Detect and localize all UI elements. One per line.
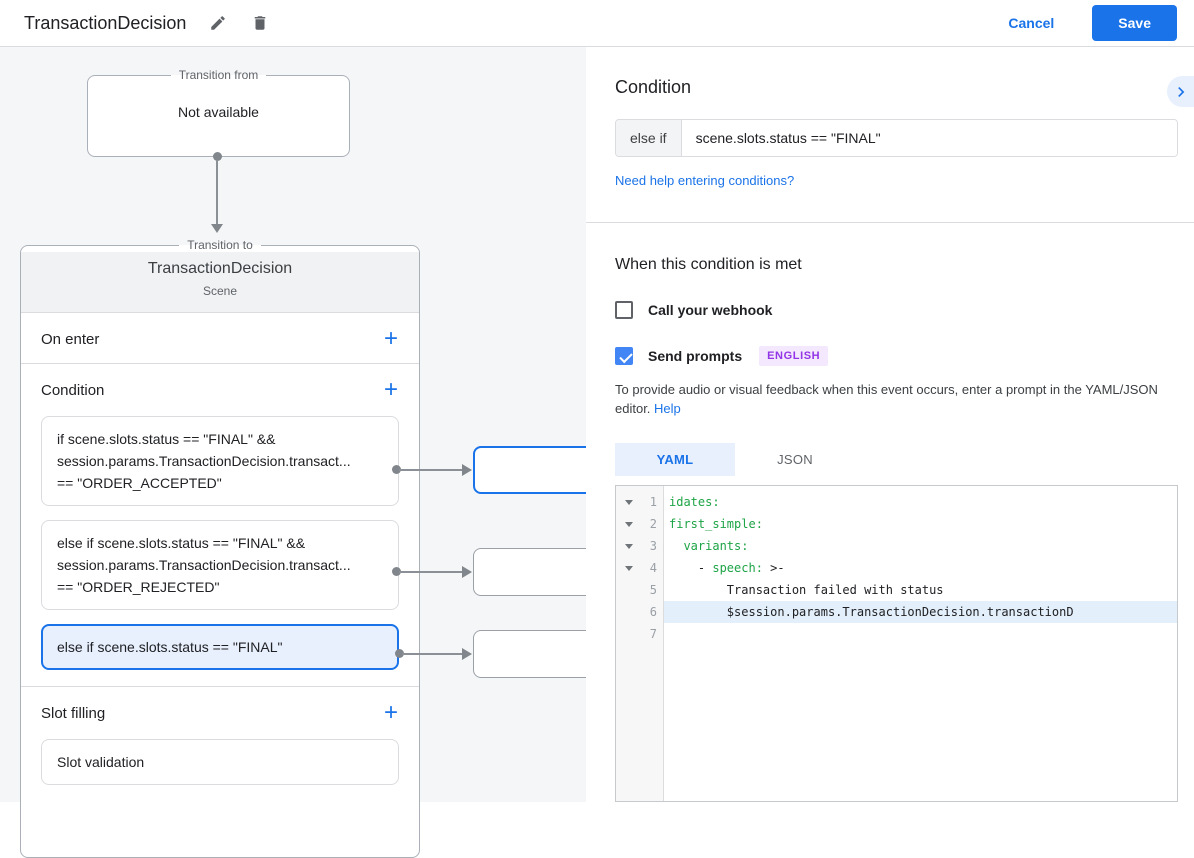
slot-filling-label: Slot filling	[41, 704, 106, 722]
connector-dot	[392, 465, 401, 474]
add-slot-filling-icon[interactable]: +	[383, 699, 398, 726]
slot-filling-section: Slot filling + Slot validation	[21, 687, 419, 801]
editor-line: 3 variants:	[616, 535, 1177, 557]
editor-line: 2 first_simple:	[616, 513, 1177, 535]
connector-line	[216, 160, 218, 224]
arrowhead-down-icon	[211, 224, 223, 233]
connector-line	[399, 469, 463, 471]
arrowhead-right-icon	[462, 648, 472, 660]
on-enter-section: On enter +	[21, 313, 419, 364]
scene-subtitle: Scene	[202, 284, 238, 298]
edit-pencil-icon[interactable]	[208, 13, 228, 33]
fold-arrow-icon[interactable]	[625, 499, 633, 505]
connector-dot	[395, 649, 404, 658]
condition-card-selected[interactable]: else if scene.slots.status == "FINAL"	[41, 624, 399, 670]
connector-dot	[392, 567, 401, 576]
arrowhead-right-icon	[462, 464, 472, 476]
add-on-enter-icon[interactable]: +	[383, 325, 398, 352]
condition-card[interactable]: else if scene.slots.status == "FINAL" &&…	[41, 520, 399, 610]
send-prompts-row: Send prompts ENGLISH	[615, 346, 1178, 366]
top-bar: TransactionDecision Cancel Save	[0, 0, 1194, 47]
send-prompts-label: Send prompts	[648, 348, 743, 364]
arrowhead-right-icon	[462, 566, 472, 578]
transition-to-legend: Transition to	[187, 238, 253, 252]
chevron-right-icon	[1177, 86, 1184, 97]
transition-to-node: Transition to TransactionDecision Scene …	[20, 238, 420, 858]
editor-line: 5 Transaction failed with status	[649, 583, 944, 597]
editor-line: 4 - speech: >-	[616, 557, 1177, 579]
collapse-panel-button[interactable]	[1167, 76, 1194, 107]
section-divider	[586, 222, 1194, 223]
scene-title: TransactionDecision	[147, 260, 293, 277]
editor-line-highlighted: 6 $session.params.TransactionDecision.tr…	[616, 601, 1177, 623]
fold-arrow-icon[interactable]	[625, 543, 633, 549]
language-badge: ENGLISH	[759, 346, 829, 366]
cancel-button[interactable]: Cancel	[1008, 15, 1055, 31]
connector-dot	[213, 152, 222, 161]
webhook-label: Call your webhook	[648, 302, 773, 318]
conditions-help-link[interactable]: Need help entering conditions?	[615, 173, 795, 188]
delete-trash-icon[interactable]	[250, 13, 270, 33]
on-enter-label: On enter	[41, 330, 100, 348]
transition-from-node[interactable]: Transition from Not available	[87, 68, 350, 157]
condition-expression-field: else if	[615, 119, 1178, 157]
condition-section: Condition + if scene.slots.status == "FI…	[21, 364, 419, 687]
condition-label: Condition	[41, 381, 105, 399]
slot-validation-card[interactable]: Slot validation	[41, 739, 399, 785]
condition-prefix-label: else if	[616, 120, 682, 156]
editor-gutter	[616, 486, 664, 801]
prompts-help-link[interactable]: Help	[654, 401, 681, 416]
fold-arrow-icon[interactable]	[625, 521, 633, 527]
transition-from-legend: Transition from	[178, 68, 259, 82]
when-met-heading: When this condition is met	[615, 256, 802, 273]
editor-line: 7	[649, 627, 657, 641]
editor-tabs: YAML JSON	[615, 443, 1178, 476]
fold-arrow-icon[interactable]	[625, 565, 633, 571]
tab-yaml[interactable]: YAML	[615, 443, 735, 476]
send-prompts-checkbox[interactable]	[615, 347, 633, 365]
scene-header[interactable]: TransactionDecision Scene	[21, 252, 419, 313]
prompts-description: To provide audio or visual feedback when…	[615, 382, 1158, 416]
webhook-row: Call your webhook	[615, 301, 1178, 319]
page-title: TransactionDecision	[24, 12, 187, 33]
connector-line	[402, 653, 463, 655]
condition-card[interactable]: if scene.slots.status == "FINAL" && sess…	[41, 416, 399, 506]
condition-expression-input[interactable]	[681, 120, 1177, 156]
webhook-checkbox[interactable]	[615, 301, 633, 319]
transition-from-value: Not available	[178, 104, 259, 120]
yaml-code-editor[interactable]: 1 idates: 2 first_simple: 3 variants: 4 …	[615, 485, 1178, 802]
panel-condition-heading: Condition	[615, 77, 692, 97]
save-button[interactable]: Save	[1092, 5, 1177, 41]
tab-json[interactable]: JSON	[777, 452, 813, 467]
connector-line	[399, 571, 463, 573]
editor-line: 1 idates:	[616, 491, 1177, 513]
add-condition-icon[interactable]: +	[383, 376, 398, 403]
condition-detail-panel: Condition else if Need help entering con…	[586, 47, 1194, 802]
